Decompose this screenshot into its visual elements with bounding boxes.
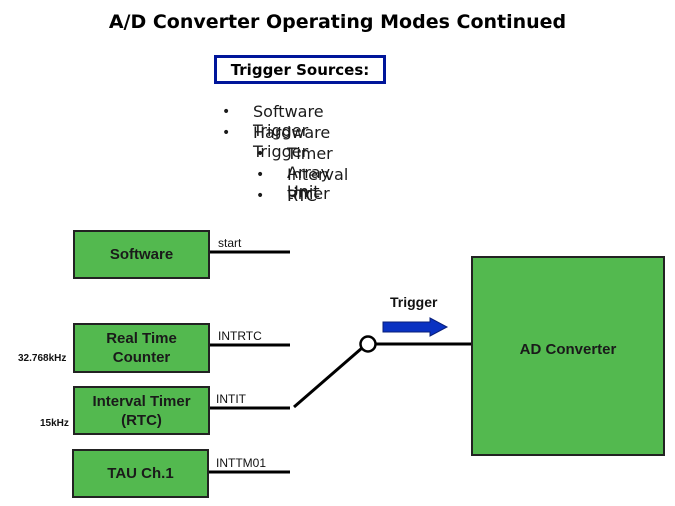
freq-label-interval-timer: 15kHz	[40, 418, 69, 429]
trigger-sources-box: Trigger Sources:	[214, 55, 386, 84]
block-real-time-counter: Real Time Counter	[73, 323, 210, 373]
block-interval-timer: Interval Timer (RTC)	[73, 386, 210, 435]
block-tau-ch1: TAU Ch.1	[72, 449, 209, 498]
ad-converter-label: AD Converter	[519, 341, 617, 358]
signal-label-intit: INTIT	[216, 392, 246, 406]
list-item: Interval timer	[287, 165, 349, 203]
trigger-arrow-icon	[382, 317, 449, 337]
trigger-sources-label: Trigger Sources:	[230, 60, 370, 79]
signal-label-start: start	[218, 236, 242, 250]
block-ad-converter: AD Converter	[471, 256, 665, 456]
bullet-icon: •	[256, 188, 265, 204]
bullet-icon: •	[256, 146, 265, 162]
block-software: Software	[73, 230, 210, 279]
list-item: Timer Array Unit	[287, 144, 333, 201]
bullet-icon: •	[222, 125, 231, 141]
bullet-icon: •	[256, 167, 265, 183]
signal-label-intrtc: INTRTC	[218, 329, 262, 343]
list-item: RTC	[287, 186, 317, 205]
block-software-label: Software	[109, 246, 174, 263]
page-title: A/D Converter Operating Modes Continued	[108, 11, 567, 33]
freq-label-rtc: 32.768kHz	[18, 353, 67, 364]
list-item: Software Trigger	[253, 102, 324, 140]
block-rtc-label-line2: Counter	[112, 349, 171, 366]
block-interval-timer-label-line1: Interval Timer	[92, 392, 191, 410]
bullet-icon: •	[222, 104, 231, 120]
switch-pivot-icon	[359, 335, 377, 353]
block-tau-label: TAU Ch.1	[107, 465, 174, 482]
block-interval-timer-label-line2: (RTC)	[121, 411, 162, 429]
switch-arm	[293, 346, 363, 409]
trigger-label: Trigger	[390, 294, 438, 310]
block-rtc-label-line1: Real Time	[106, 330, 177, 347]
signal-label-inttm01: INTTM01	[216, 456, 267, 470]
list-item: Hardware Trigger	[253, 123, 331, 161]
